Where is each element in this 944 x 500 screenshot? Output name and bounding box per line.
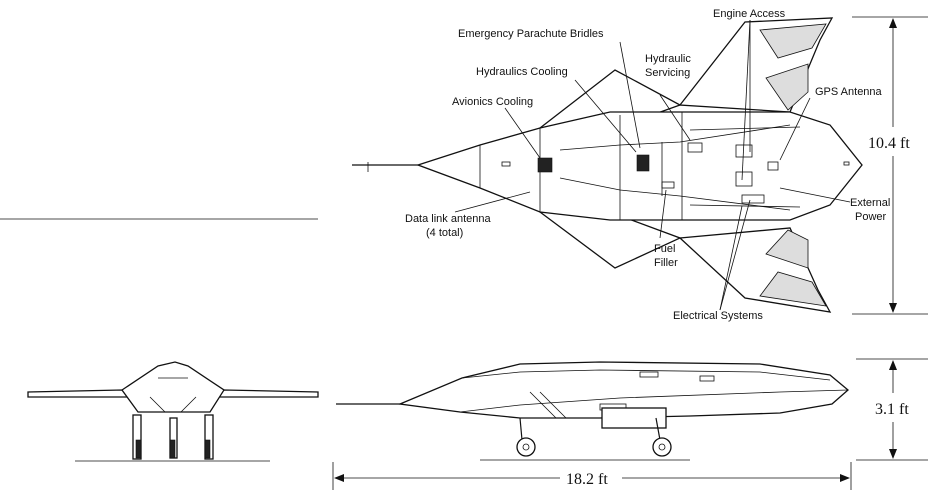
label-electrical-systems: Electrical Systems <box>673 310 763 322</box>
label-data-link-antenna-2: (4 total) <box>426 227 463 239</box>
label-hydraulic-servicing-1: Hydraulic <box>645 53 691 65</box>
side-belly-pod <box>601 407 667 429</box>
label-external-power-2: Power <box>855 211 887 223</box>
side-view <box>336 361 850 461</box>
height-dimension-label: 3.1 ft <box>875 401 909 418</box>
span-dimension <box>852 16 928 315</box>
label-hydraulic-servicing-2: Servicing <box>645 67 690 79</box>
height-dimension <box>856 358 928 461</box>
side-main-wheel <box>652 437 672 457</box>
span-dimension-label: 10.4 ft <box>868 135 910 152</box>
length-dimension-label: 18.2 ft <box>566 471 608 488</box>
front-view <box>27 361 319 462</box>
label-gps-antenna: GPS Antenna <box>815 86 883 98</box>
callout-leaders <box>454 19 851 311</box>
label-hydraulics-cooling: Hydraulics Cooling <box>476 66 568 78</box>
label-emergency-parachute-bridles: Emergency Parachute Bridles <box>458 28 604 40</box>
label-fuel-filler-1: Fuel <box>654 243 675 255</box>
side-fuselage <box>397 361 850 419</box>
top-view <box>352 17 863 313</box>
side-nose-wheel <box>516 437 536 457</box>
front-fuselage <box>121 361 225 413</box>
label-avionics-cooling: Avionics Cooling <box>452 96 533 108</box>
label-fuel-filler-2: Filler <box>654 257 678 269</box>
label-external-power-1: External <box>850 197 890 209</box>
length-dimension <box>332 462 852 490</box>
label-engine-access: Engine Access <box>713 8 786 20</box>
label-data-link-antenna-1: Data link antenna <box>405 213 491 225</box>
